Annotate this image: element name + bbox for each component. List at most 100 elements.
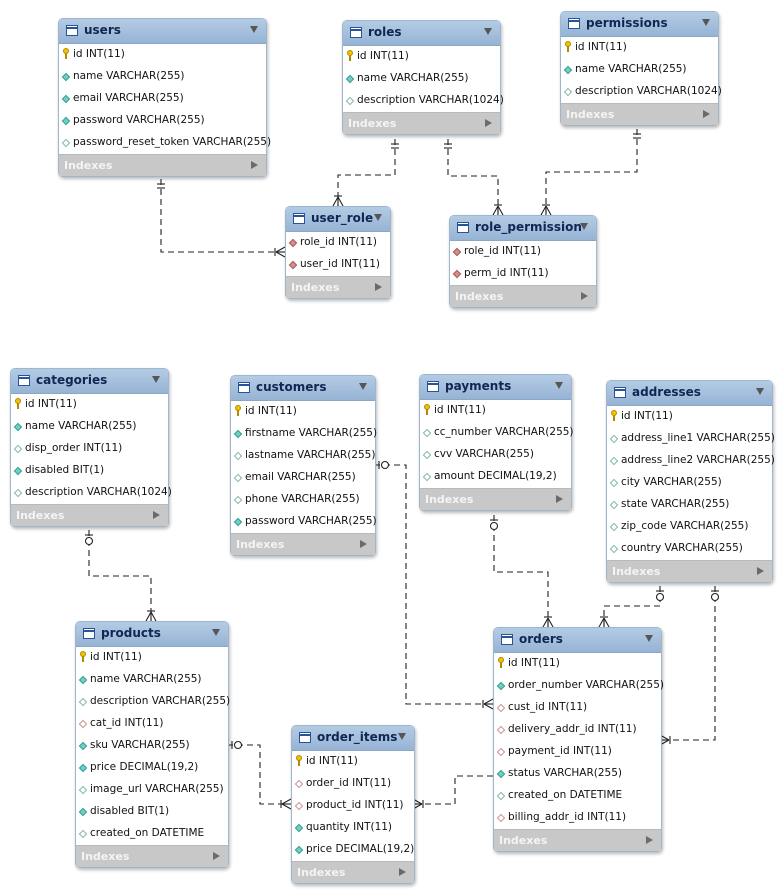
column-row[interactable]: email VARCHAR(255) [59,88,266,110]
column-row[interactable]: id INT(11) [11,394,168,416]
column-row[interactable]: id INT(11) [494,653,661,675]
column-row[interactable]: id INT(11) [343,46,500,68]
expand-arrow-icon[interactable] [646,836,653,844]
indexes-section[interactable]: Indexes [286,276,390,298]
column-row[interactable]: lastname VARCHAR(255) [231,445,375,467]
column-row[interactable]: address_line1 VARCHAR(255) [607,428,775,450]
column-row[interactable]: product_id INT(11) [292,795,414,817]
column-row[interactable]: cat_id INT(11) [76,713,228,735]
indexes-section[interactable]: Indexes [59,154,266,176]
collapse-arrow-icon[interactable] [359,383,367,390]
table-header[interactable]: addresses [607,381,772,406]
collapse-arrow-icon[interactable] [250,26,258,33]
column-row[interactable]: firstname VARCHAR(255) [231,423,377,445]
column-row[interactable]: disp_order INT(11) [11,438,168,460]
table-header[interactable]: customers [231,376,375,401]
column-row[interactable]: password VARCHAR(255) [59,110,266,132]
column-row[interactable]: id INT(11) [292,751,414,773]
column-row[interactable]: status VARCHAR(255) [494,763,661,785]
column-row[interactable]: city VARCHAR(255) [607,472,772,494]
column-row[interactable]: disabled BIT(1) [11,460,168,482]
column-row[interactable]: id INT(11) [76,647,228,669]
collapse-arrow-icon[interactable] [702,19,710,26]
collapse-arrow-icon[interactable] [756,388,764,395]
collapse-arrow-icon[interactable] [374,214,382,221]
column-row[interactable]: perm_id INT(11) [450,263,596,285]
column-row[interactable]: name VARCHAR(255) [561,59,718,81]
expand-arrow-icon[interactable] [375,283,382,291]
column-row[interactable]: cvv VARCHAR(255) [420,444,571,466]
table-header[interactable]: role_permission [450,216,596,241]
column-row[interactable]: name VARCHAR(255) [76,669,228,691]
column-row[interactable]: id INT(11) [420,400,571,422]
column-row[interactable]: state VARCHAR(255) [607,494,772,516]
column-row[interactable]: payment_id INT(11) [494,741,661,763]
column-row[interactable]: order_number VARCHAR(255) [494,675,664,697]
table-header[interactable]: products [76,622,228,647]
indexes-section[interactable]: Indexes [292,861,414,883]
column-row[interactable]: country VARCHAR(255) [607,538,772,560]
column-row[interactable]: name VARCHAR(255) [343,68,500,90]
column-row[interactable]: name VARCHAR(255) [59,66,266,88]
expand-arrow-icon[interactable] [153,511,160,519]
expand-arrow-icon[interactable] [485,119,492,127]
indexes-section[interactable]: Indexes [607,560,772,582]
column-row[interactable]: created_on DATETIME [76,823,228,845]
expand-arrow-icon[interactable] [360,540,367,548]
column-row[interactable]: created_on DATETIME [494,785,661,807]
collapse-arrow-icon[interactable] [398,733,406,740]
table-header[interactable]: users [59,19,266,44]
table-header[interactable]: orders [494,628,661,653]
column-row[interactable]: role_id INT(11) [450,241,596,263]
table-header[interactable]: order_items [292,726,414,751]
column-row[interactable]: disabled BIT(1) [76,801,228,823]
expand-arrow-icon[interactable] [581,292,588,300]
column-row[interactable]: id INT(11) [59,44,266,66]
expand-arrow-icon[interactable] [703,110,710,118]
column-row[interactable]: order_id INT(11) [292,773,414,795]
table-header[interactable]: permissions [561,12,718,37]
column-row[interactable]: id INT(11) [607,406,772,428]
table-header[interactable]: roles [343,21,500,46]
indexes-section[interactable]: Indexes [343,112,500,134]
column-row[interactable]: delivery_addr_id INT(11) [494,719,661,741]
expand-arrow-icon[interactable] [399,868,406,876]
column-row[interactable]: price DECIMAL(19,2) [292,839,414,861]
column-row[interactable]: billing_addr_id INT(11) [494,807,661,829]
column-row[interactable]: description VARCHAR(1024) [343,90,504,112]
indexes-section[interactable]: Indexes [561,103,718,125]
indexes-section[interactable]: Indexes [420,488,571,510]
expand-arrow-icon[interactable] [556,495,563,503]
column-row[interactable]: role_id INT(11) [286,232,390,254]
expand-arrow-icon[interactable] [251,161,258,169]
column-row[interactable]: phone VARCHAR(255) [231,489,375,511]
indexes-section[interactable]: Indexes [494,829,661,851]
column-row[interactable]: user_id INT(11) [286,254,390,276]
column-row[interactable]: password_reset_token VARCHAR(255) [59,132,271,154]
indexes-section[interactable]: Indexes [450,285,596,307]
column-row[interactable]: description VARCHAR(1024) [11,482,172,504]
column-row[interactable]: description VARCHAR(1024) [561,81,722,103]
indexes-section[interactable]: Indexes [11,504,168,526]
expand-arrow-icon[interactable] [213,852,220,860]
table-header[interactable]: categories [11,369,168,394]
table-header[interactable]: payments [420,375,571,400]
column-row[interactable]: amount DECIMAL(19,2) [420,466,571,488]
column-row[interactable]: cust_id INT(11) [494,697,661,719]
column-row[interactable]: name VARCHAR(255) [11,416,168,438]
table-header[interactable]: user_role [286,207,390,232]
column-row[interactable]: description VARCHAR(255) [76,691,230,713]
column-row[interactable]: quantity INT(11) [292,817,414,839]
collapse-arrow-icon[interactable] [484,28,492,35]
column-row[interactable]: address_line2 VARCHAR(255) [607,450,775,472]
column-row[interactable]: id INT(11) [561,37,718,59]
